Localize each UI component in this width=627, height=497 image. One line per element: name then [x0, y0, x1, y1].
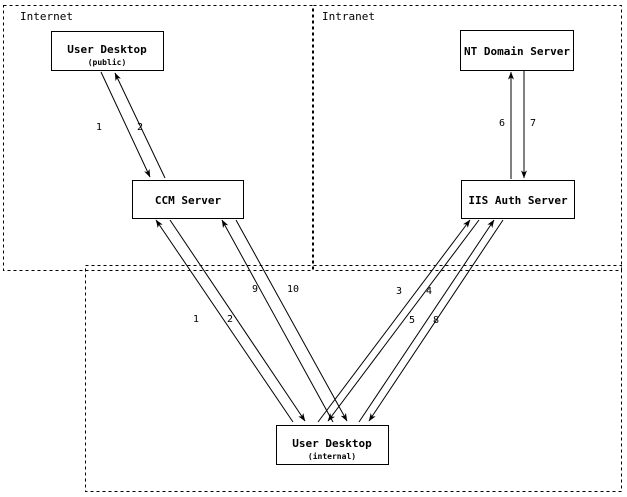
node-user-desktop-internal[interactable] — [275, 424, 390, 466]
zone-label-intranet: Intranet — [322, 10, 375, 23]
zone-intranet-boundary — [313, 5, 622, 271]
node-subtitle-user-desktop-internal: (internal) — [308, 451, 356, 461]
node-title-iis-auth-server: IIS Auth Server — [468, 194, 568, 207]
edge-ccm-to-internal-desktop-2 — [169, 219, 306, 422]
edge-internal-desktop-to-ccm-1 — [155, 219, 294, 423]
zone-internal-boundary — [85, 265, 622, 492]
edge-label-ccm-internal-10: 10 — [287, 284, 299, 295]
node-title-nt-domain-server: NT Domain Server — [464, 45, 570, 58]
edge-label-internal-iis-3: 3 — [396, 286, 402, 297]
node-ccm-server[interactable] — [131, 179, 245, 220]
node-title-ccm-server: CCM Server — [155, 194, 222, 207]
edge-label-ccm-internal-9: 9 — [252, 284, 258, 295]
edge-ccm-to-internal-desktop-10 — [235, 219, 348, 422]
edge-internal-desktop-to-iis-5 — [358, 219, 495, 423]
edge-iis-to-internal-desktop-8 — [368, 219, 504, 422]
edge-label-internal-iis-4: 4 — [426, 286, 432, 297]
edge-iis-to-internal-desktop-4 — [327, 219, 480, 422]
edge-internal-desktop-to-ccm-9 — [221, 219, 334, 423]
edge-label-internal-iis-5: 5 — [409, 315, 415, 326]
edge-label-iis-to-nt: 6 — [499, 118, 505, 129]
node-nt-domain-server[interactable] — [459, 29, 575, 72]
node-iis-auth-server[interactable] — [460, 179, 576, 220]
zone-internet-boundary — [3, 5, 313, 271]
edge-label-ccm-to-public: 2 — [137, 122, 143, 133]
edge-ccm-to-public-desktop — [114, 72, 166, 179]
node-subtitle-user-desktop-public: (public) — [88, 57, 127, 67]
edge-label-nt-to-iis: 7 — [530, 118, 536, 129]
edge-label-internal-ccm-1: 1 — [193, 314, 199, 325]
node-title-user-desktop-internal: User Desktop — [292, 437, 372, 450]
edge-label-public-to-ccm: 1 — [96, 122, 102, 133]
edge-internal-desktop-to-iis-3 — [317, 219, 471, 423]
node-user-desktop-public[interactable] — [50, 30, 165, 72]
edge-public-desktop-to-ccm — [100, 71, 151, 178]
edge-label-internal-ccm-2: 2 — [227, 314, 233, 325]
edge-label-internal-iis-8: 8 — [433, 315, 439, 326]
node-title-user-desktop-public: User Desktop — [67, 43, 147, 56]
zone-label-internet: Internet — [20, 10, 73, 23]
